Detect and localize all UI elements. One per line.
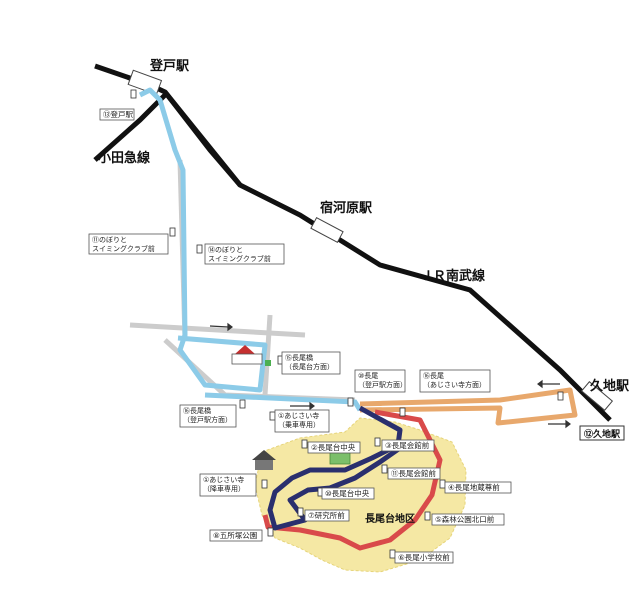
stop-label-swim-11: ⑪のぼりとスイミングクラブ前: [92, 236, 155, 253]
stop-label-nagaodai-chuo-2: ②長尾台中央: [311, 442, 356, 452]
stop-label-kenkyujo-7: ⑦研究所前: [308, 510, 345, 520]
stop-label-shinrinkoen-5: ⑤森林公園北口前: [435, 514, 495, 524]
stop-label-nagao-16: ⑯長尾（あじさい寺方面）: [423, 372, 486, 389]
nambu-line: [163, 90, 612, 422]
bus-stop-poles: [130, 89, 564, 559]
district-label: 長尾台地区: [365, 512, 415, 525]
temple-landmark: [252, 450, 276, 470]
blue-route: [138, 87, 268, 393]
stop-label-noborito: ⑬登戸駅: [103, 109, 133, 119]
kuji-terminal-label: ⑫久地駅: [584, 428, 621, 440]
stop-label-kaikan-3: ③長尾会館前: [385, 440, 430, 450]
odakyu-line-lower: [93, 93, 167, 162]
stop-label-elementary-6: ⑥長尾小学校前: [398, 552, 450, 562]
stop-label-nagaodai-chuo-10: ⑩長尾台中央: [325, 488, 370, 498]
stop-label-ajisaidera-1b: ①あじさい寺（降車専用）: [203, 476, 245, 493]
stop-label-goshozuka-8: ⑧五所塚公園: [213, 530, 257, 540]
orange-route: [359, 387, 578, 426]
direction-arrows: [209, 322, 571, 429]
stop-label-kaikan-11: ⑪長尾会館前: [391, 468, 436, 478]
odakyu-line-label: 小田急線: [98, 150, 151, 166]
stop-label-nagao-10: ⑩長尾（登戸駅方面）: [358, 372, 407, 389]
stop-label-nagaobashi-15: ⑮長尾橋（長尾台方面）: [285, 353, 334, 371]
noborito-station-label: 登戸駅: [149, 58, 190, 74]
nambu-line-label: ＪＲ南武線: [420, 268, 486, 284]
stop-label-ajisaidera-1: ①あじさい寺（乗車専用）: [278, 412, 320, 429]
shukugawara-station-label: 宿河原駅: [320, 200, 373, 216]
shukugawara-station-marker: [310, 216, 344, 244]
stop-labels: ⑬登戸駅 ⑪のぼりとスイミングクラブ前 ⑭のぼりとスイミングクラブ前 ⑮長尾橋（…: [88, 108, 512, 564]
school-landmark: [231, 345, 271, 366]
kuji-station-marker: [580, 381, 614, 411]
kuji-station-label: 久地駅: [590, 378, 630, 394]
stop-label-nagaobashi-16: ⑯長尾橋（登戸駅方面）: [183, 406, 232, 424]
noborito-station-marker: [127, 69, 163, 96]
blue-route-main: [204, 392, 363, 412]
stop-label-jizo-4: ④長尾地蔵尊前: [448, 482, 500, 492]
stop-label-swim-14: ⑭のぼりとスイミングクラブ前: [208, 246, 271, 263]
